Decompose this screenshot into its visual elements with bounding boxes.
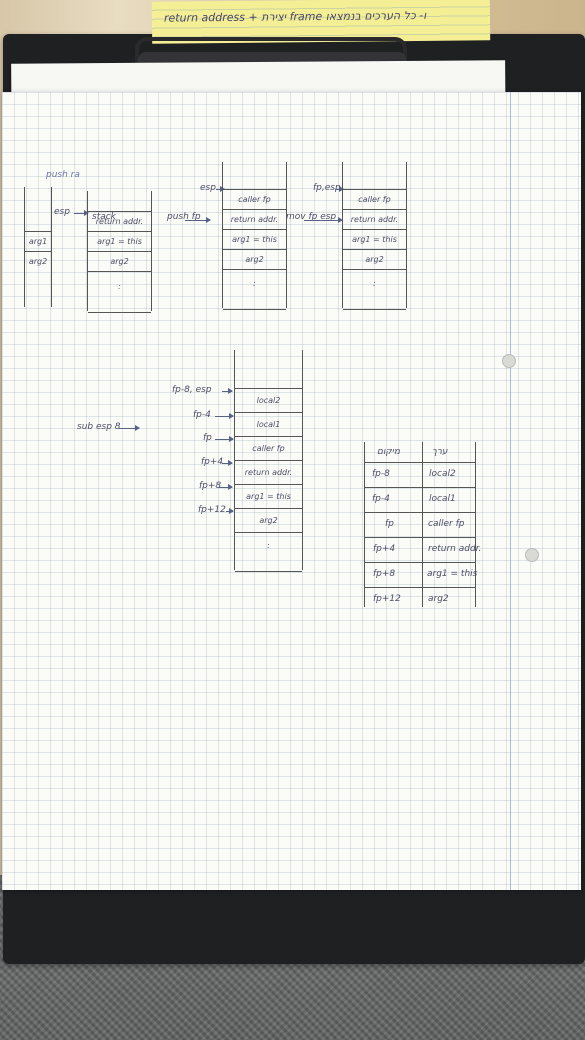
offset-label: fp+8	[199, 481, 222, 491]
transition-2-arrow	[304, 217, 343, 223]
offset-arrow	[215, 413, 234, 419]
middle-stack-cell: caller fp	[235, 436, 302, 461]
table-line	[365, 487, 475, 488]
table-header: ערך	[432, 447, 448, 457]
page-title: stack	[92, 212, 116, 222]
middle-stack: local2 local1 caller fp return addr. arg…	[234, 350, 303, 572]
stack3-cell: caller fp	[343, 189, 406, 210]
stack-3: caller fp return addr. arg1 = this arg2 …	[342, 162, 407, 310]
stack-1: return addr. arg1 = this arg2 :	[87, 191, 152, 313]
stack1-cell: arg1 = this	[88, 231, 151, 252]
table-line	[365, 512, 475, 513]
punch-hole-icon	[525, 548, 539, 562]
table-cell: fp-4	[372, 494, 390, 504]
stack1-pointer: esp	[54, 207, 70, 217]
stack1-cell: arg2	[88, 251, 151, 272]
middle-stack-cell: arg2	[235, 508, 302, 533]
table-cell: arg1 = this	[427, 569, 478, 579]
table-line	[365, 562, 475, 563]
stack2-cell: :	[223, 269, 286, 310]
margin-line	[510, 92, 511, 890]
offset-label: fp-8, esp	[172, 385, 212, 395]
paper-sheet: stack push ra arg1 arg2 esp return addr.…	[2, 92, 581, 890]
stack1-cell: :	[88, 271, 151, 313]
sub-esp-note: sub esp 8	[77, 422, 121, 432]
sticky-note-text: return address + יצירת frame ו- כל הערכי…	[163, 8, 427, 25]
left-stack-cell: arg2	[25, 251, 51, 272]
offset-arrow	[226, 508, 234, 514]
stack2-cell: caller fp	[223, 189, 286, 210]
stack2-cell: arg1 = this	[223, 229, 286, 250]
offset-arrow	[222, 460, 233, 466]
left-stack-note: push ra	[46, 170, 80, 180]
stack3-cell: return addr.	[343, 209, 406, 230]
stack2-cell: return addr.	[223, 209, 286, 230]
offset-label: fp	[203, 433, 212, 443]
stack2-pointer: esp	[200, 183, 216, 193]
stack1-cell: return addr.	[88, 211, 151, 232]
offset-label: fp+12	[198, 505, 226, 515]
table-divider	[422, 442, 423, 607]
transition-1: push fp	[167, 212, 201, 222]
stack3-cell: arg2	[343, 249, 406, 270]
offset-arrow	[222, 388, 233, 394]
middle-stack-cell: local1	[235, 412, 302, 437]
transition-2: mov fp esp	[286, 212, 337, 222]
table-cell: arg2	[428, 594, 449, 604]
table-cell: return addr.	[428, 544, 482, 554]
right-table: מיקום ערך fp-8 local2 fp-4 local1 fp cal…	[364, 442, 481, 607]
stack3-cell: arg1 = this	[343, 229, 406, 250]
middle-stack-cell: :	[235, 532, 302, 572]
stack1-pointer-arrow	[74, 210, 89, 216]
middle-stack-cell: return addr.	[235, 460, 302, 485]
offset-arrow	[219, 484, 233, 490]
stack3-pointer: fp,esp	[313, 183, 341, 193]
stack3-cell: :	[343, 269, 406, 310]
table-cell: fp+12	[373, 594, 401, 604]
table-cell: fp-8	[372, 469, 390, 479]
sub-esp-arrow	[119, 425, 140, 431]
graph-grid	[2, 92, 581, 890]
stack-2: caller fp return addr. arg1 = this arg2 …	[222, 162, 287, 310]
punch-hole-icon	[502, 354, 516, 368]
transition-1-arrow	[185, 217, 211, 223]
table-cell: fp+4	[373, 544, 396, 554]
table-line	[365, 462, 475, 463]
stack2-cell: arg2	[223, 249, 286, 270]
table-cell: caller fp	[428, 519, 465, 529]
left-stack: arg1 arg2	[24, 187, 52, 307]
middle-stack-cell: local2	[235, 388, 302, 413]
offset-label: fp+4	[201, 457, 224, 467]
table-line	[365, 587, 475, 588]
table-header: מיקום	[377, 447, 400, 457]
table-cell: fp+8	[373, 569, 396, 579]
offset-arrow	[215, 436, 234, 442]
middle-stack-cell: arg1 = this	[235, 484, 302, 509]
table-line	[365, 537, 475, 538]
table-cell: local1	[429, 494, 456, 504]
table-cell: fp	[385, 519, 394, 529]
offset-label: fp-4	[193, 410, 211, 420]
table-cell: local2	[429, 469, 456, 479]
stack3-pointer-arrow	[335, 186, 344, 192]
left-stack-cell: arg1	[25, 231, 51, 252]
